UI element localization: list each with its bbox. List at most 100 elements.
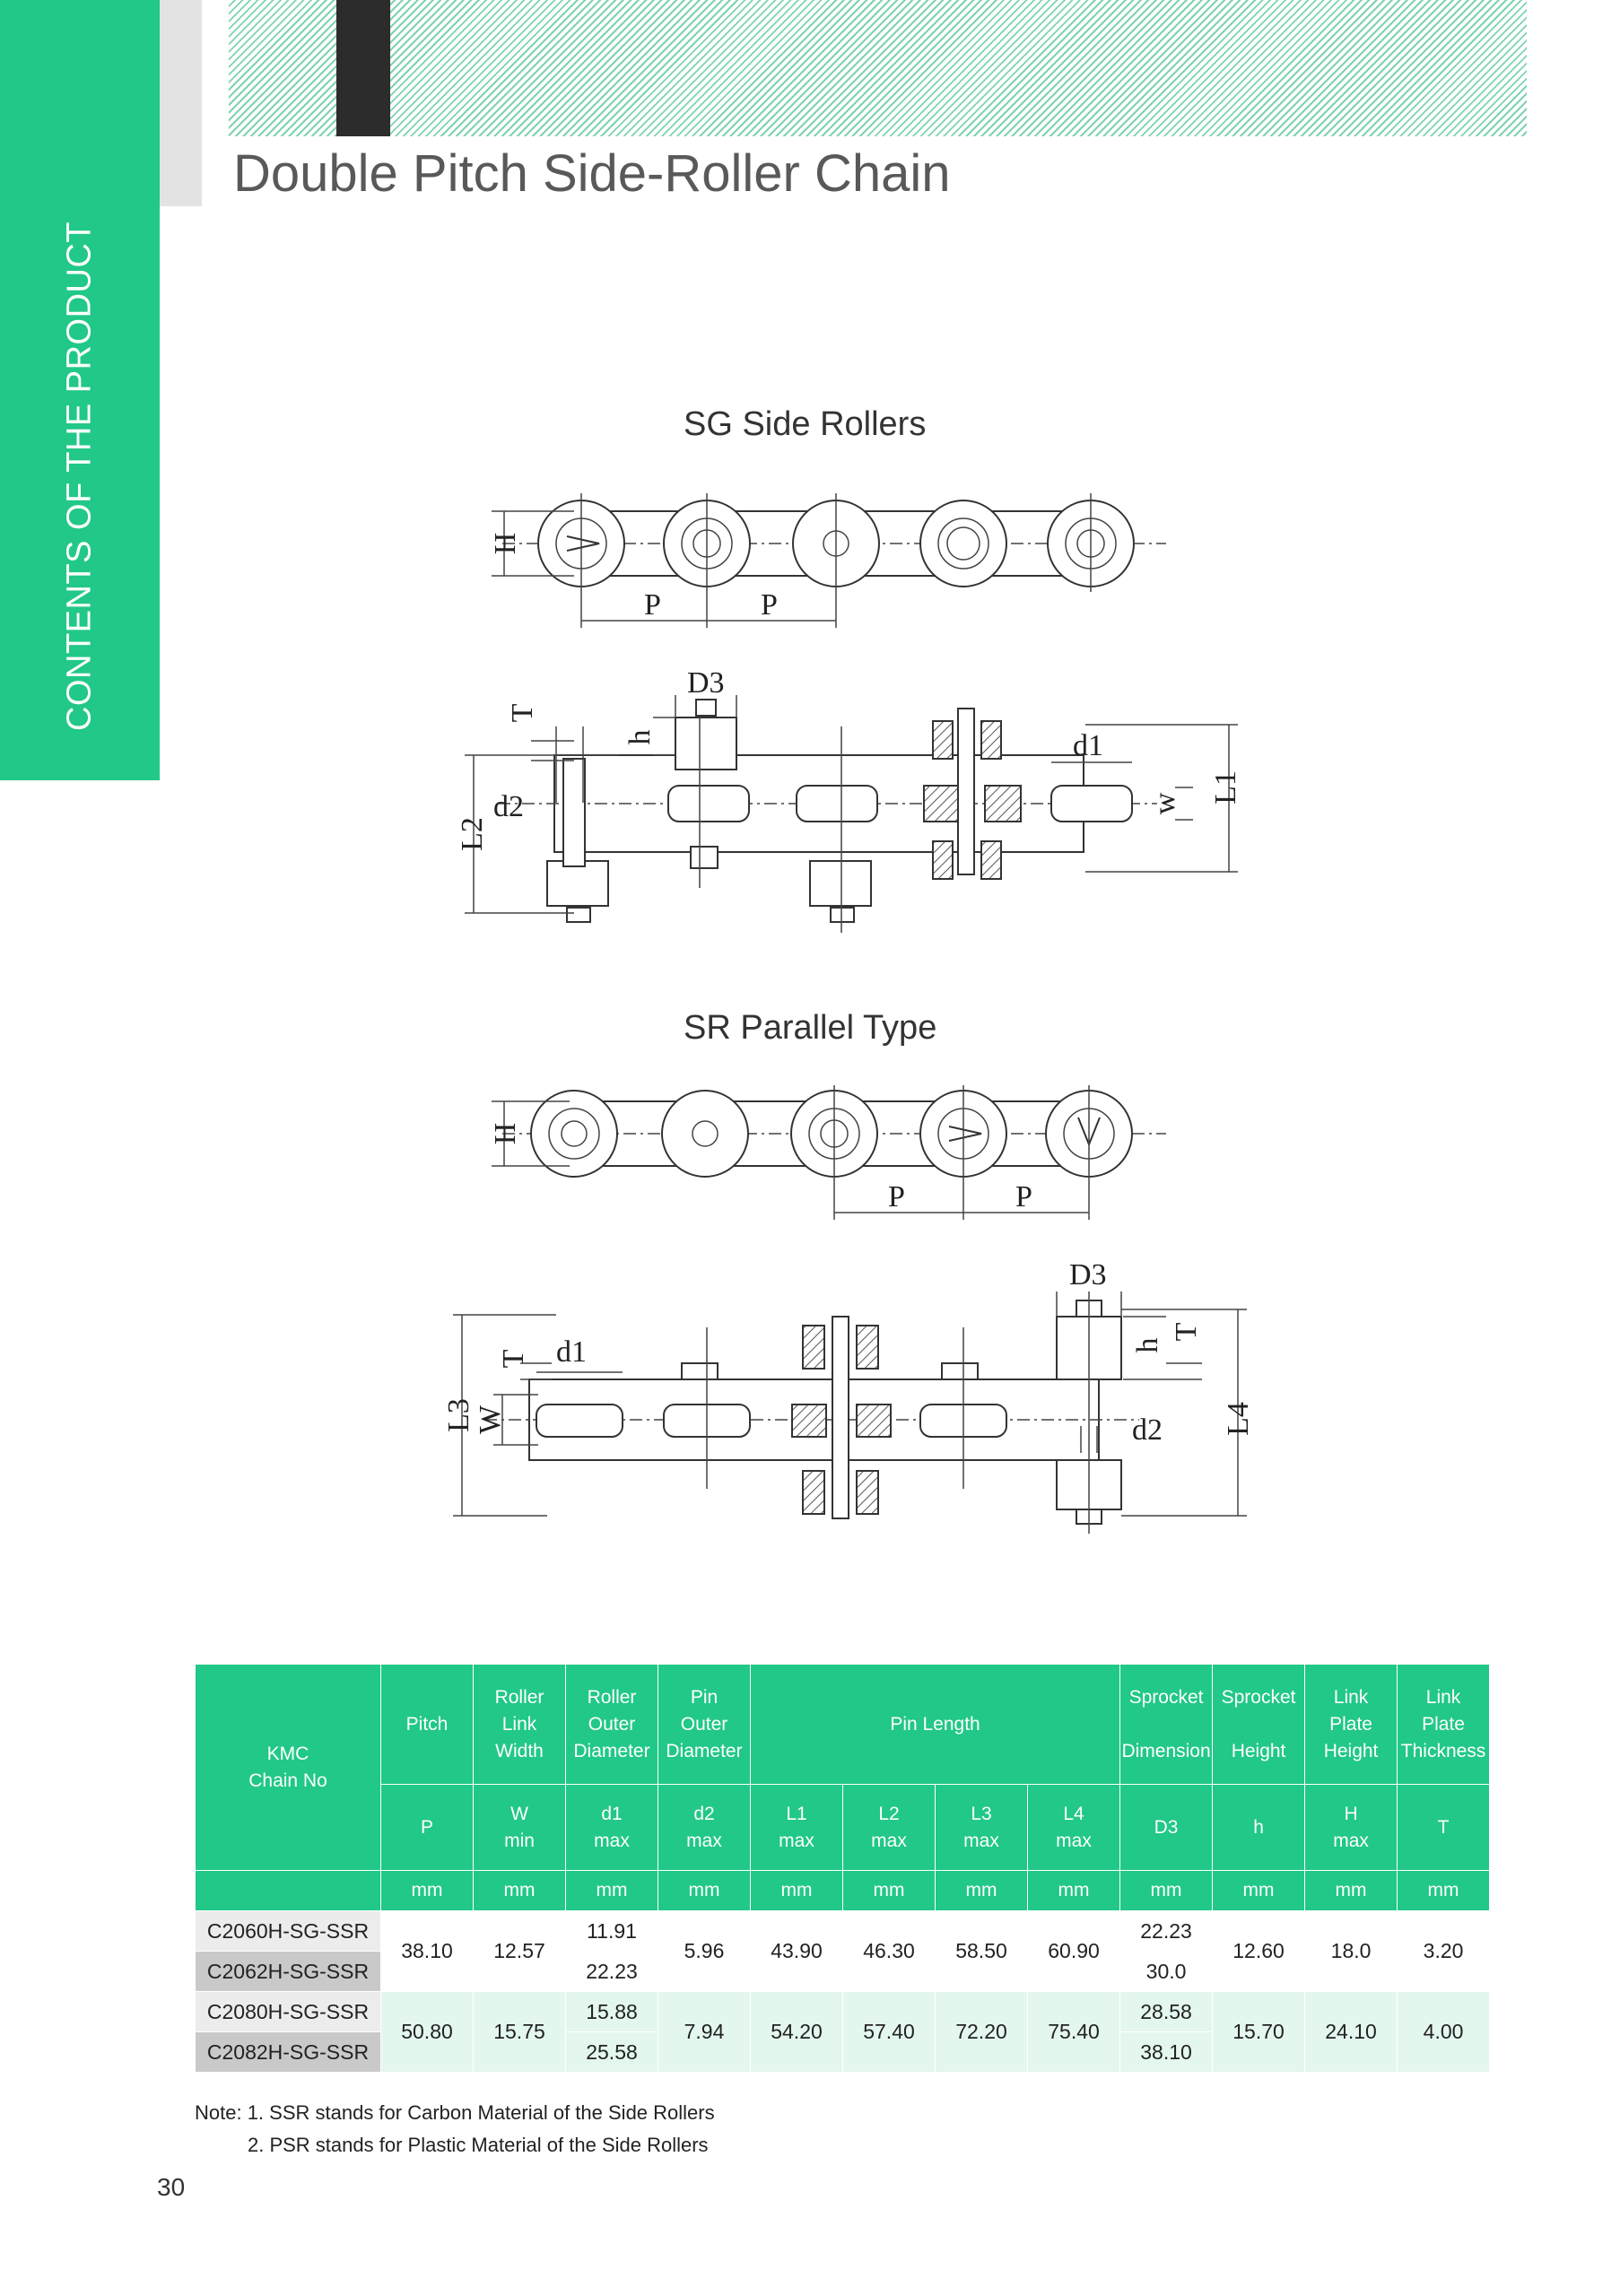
unit-cell: mm — [473, 1870, 566, 1911]
sr-figure-title: SR Parallel Type — [684, 1009, 937, 1047]
page-title: Double Pitch Side-Roller Chain — [233, 144, 951, 203]
dim-D3-sr: D3 — [1069, 1258, 1107, 1292]
header-stripe-band — [229, 0, 1527, 136]
dim-T-sr-left: T — [497, 1349, 530, 1368]
dim-d2-sr: d2 — [1132, 1413, 1163, 1447]
page-number: 30 — [157, 2173, 186, 2201]
sr-side-view: L3 W T d1 D3 h T d2 L4 — [442, 1258, 1255, 1534]
unit-cell: mm — [935, 1870, 1028, 1911]
table-row: C2060H-SG-SSR 38.10 12.57 11.91 5.96 43.… — [195, 1910, 1491, 1992]
d2-cell: 5.96 — [658, 1910, 751, 1992]
unit-cell: mm — [750, 1870, 843, 1911]
unit-cell: mm — [380, 1870, 474, 1911]
sg-side-view: L2 d2 T h D3 d1 w L1 — [456, 666, 1242, 933]
d3-cell: 30.0 — [1119, 1951, 1214, 1992]
dim-L2: L2 — [456, 817, 489, 851]
dim-h-sg: h — [623, 730, 657, 745]
l1-cell: 54.20 — [750, 1991, 843, 2073]
sg-top-view: H P P — [489, 493, 1166, 628]
dim-T-sr-right: T — [1170, 1322, 1203, 1341]
d3-cell: 28.58 — [1119, 1991, 1214, 2032]
dim-P-sr-2: P — [1015, 1180, 1032, 1213]
header-sprocket-height: Sprocket Height — [1212, 1664, 1306, 1785]
unit-cell: mm — [1119, 1870, 1214, 1911]
header-dark-block — [336, 0, 390, 136]
dim-P-sr-1: P — [888, 1180, 905, 1213]
chain-no-cell: C2080H-SG-SSR — [195, 1991, 381, 2032]
dim-d1-sg: d1 — [1073, 729, 1103, 762]
header-sprocket-dimension: Sprocket Dimension — [1119, 1664, 1214, 1785]
pitch-cell: 50.80 — [380, 1991, 474, 2073]
dim-L1: L1 — [1209, 770, 1242, 804]
dim-T-sg: T — [506, 703, 539, 722]
d2-cell: 7.94 — [658, 1991, 751, 2073]
chain-no-cell: C2062H-SG-SSR — [195, 1951, 381, 1992]
width-cell: 12.57 — [473, 1910, 566, 1992]
d3-cell: 22.23 — [1119, 1910, 1214, 1952]
dim-d2-sg: d2 — [493, 790, 524, 823]
dim-H-sr: H — [489, 1123, 522, 1145]
unit-cell: mm — [1026, 1870, 1121, 1911]
h-cell: 12.60 — [1212, 1910, 1306, 1992]
plate-thickness-cell: 4.00 — [1397, 1991, 1491, 2073]
l4-cell: 75.40 — [1026, 1991, 1121, 2073]
dim-W-sr: W — [474, 1405, 507, 1434]
unit-cell: mm — [842, 1870, 936, 1911]
dim-H-sg: H — [489, 533, 522, 555]
d1-cell: 11.91 — [565, 1910, 658, 1952]
units-blank — [195, 1870, 381, 1911]
header-light-bar — [160, 0, 202, 206]
symbol-P: P — [380, 1784, 474, 1871]
pitch-cell: 38.10 — [380, 1910, 474, 1992]
d1-cell: 22.23 — [565, 1951, 658, 1992]
symbol-h: h — [1212, 1784, 1306, 1871]
l2-cell: 57.40 — [842, 1991, 936, 2073]
dim-L4: L4 — [1222, 1402, 1255, 1436]
l3-cell: 58.50 — [935, 1910, 1028, 1992]
unit-cell: mm — [565, 1870, 658, 1911]
unit-cell: mm — [1304, 1870, 1398, 1911]
chain-no-cell: C2060H-SG-SSR — [195, 1910, 381, 1952]
table-row: C2062H-SG-SSR 22.23 30.0 — [195, 1951, 1490, 1992]
chain-drawings: H P P L2 d2 T — [442, 493, 1255, 1534]
note-line-2: 2. PSR stands for Plastic Material of th… — [248, 2134, 709, 2156]
symbol-D3: D3 — [1119, 1784, 1214, 1871]
side-tab: CONTENTS OF THE PRODUCT — [0, 0, 160, 780]
chain-no-cell: C2082H-SG-SSR — [195, 2031, 381, 2073]
dim-P-sg-2: P — [761, 588, 778, 622]
header-pitch: Pitch — [380, 1664, 474, 1785]
d1-cell: 15.88 — [565, 1991, 658, 2032]
l1-cell: 43.90 — [750, 1910, 843, 1992]
symbol-T: T — [1397, 1784, 1491, 1871]
table-row: C2082H-SG-SSR 25.58 38.10 — [195, 2031, 1490, 2073]
plate-height-cell: 18.0 — [1304, 1910, 1398, 1992]
units-row: mm mm mm mm mm mm mm mm mm mm mm mm — [195, 1870, 1491, 1911]
dim-h-sr: h — [1131, 1338, 1164, 1353]
sr-top-view: H P P — [489, 1085, 1166, 1220]
plate-height-cell: 24.10 — [1304, 1991, 1398, 2073]
dim-D3-sg: D3 — [687, 666, 725, 700]
d3-cell: 38.10 — [1119, 2031, 1214, 2073]
dim-P-sg-1: P — [644, 588, 661, 622]
l2-cell: 46.30 — [842, 1910, 936, 1992]
d1-cell: 25.58 — [565, 2031, 658, 2073]
h-cell: 15.70 — [1212, 1991, 1306, 2073]
header-pin-length: Pin Length — [749, 1664, 1121, 1785]
sg-figure-title: SG Side Rollers — [684, 405, 927, 443]
l3-cell: 72.20 — [935, 1991, 1028, 2073]
